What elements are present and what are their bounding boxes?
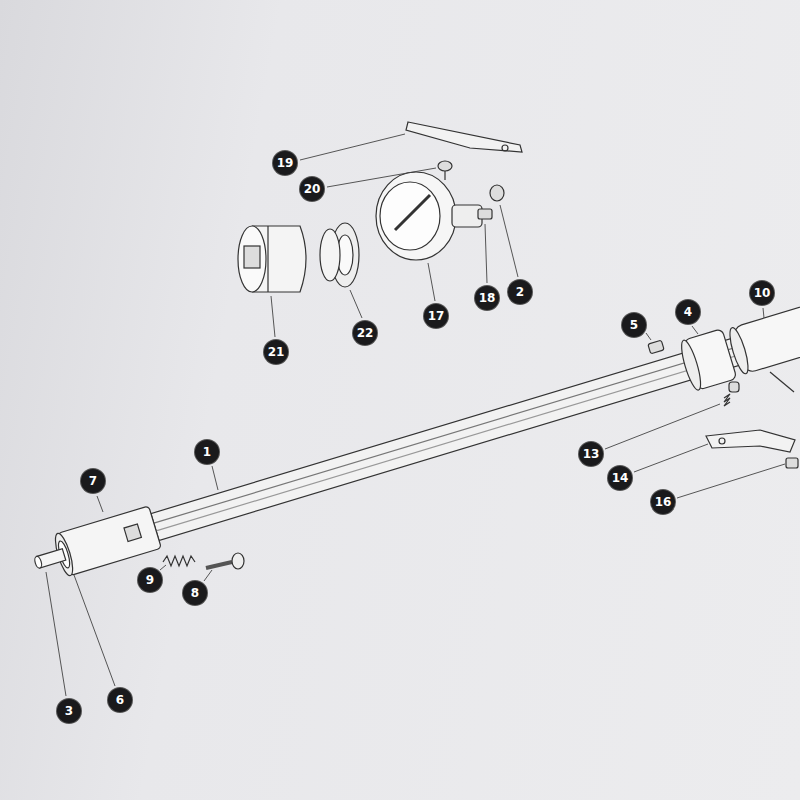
callout-number: 5 — [622, 313, 646, 337]
callout-number: 13 — [579, 442, 603, 466]
callout-number: 19 — [273, 151, 297, 175]
callout-number: 2 — [508, 280, 532, 304]
callout-number: 6 — [108, 688, 132, 712]
callout-number: 10 — [750, 281, 774, 305]
callout-number: 8 — [183, 581, 207, 605]
shaft-assembly — [28, 291, 800, 588]
leader-lines — [46, 134, 785, 696]
callout-number: 22 — [353, 321, 377, 345]
callout-number: 14 — [608, 466, 632, 490]
callout-number: 1 — [195, 440, 219, 464]
callout-number: 18 — [475, 286, 499, 310]
callout-number: 16 — [651, 490, 675, 514]
callout-number: 17 — [424, 304, 448, 328]
callout-number: 3 — [57, 699, 81, 723]
callout-number: 7 — [81, 469, 105, 493]
callout-number: 9 — [138, 568, 162, 592]
callout-number: 4 — [676, 300, 700, 324]
callout-number: 21 — [264, 340, 288, 364]
callout-number: 20 — [300, 177, 324, 201]
